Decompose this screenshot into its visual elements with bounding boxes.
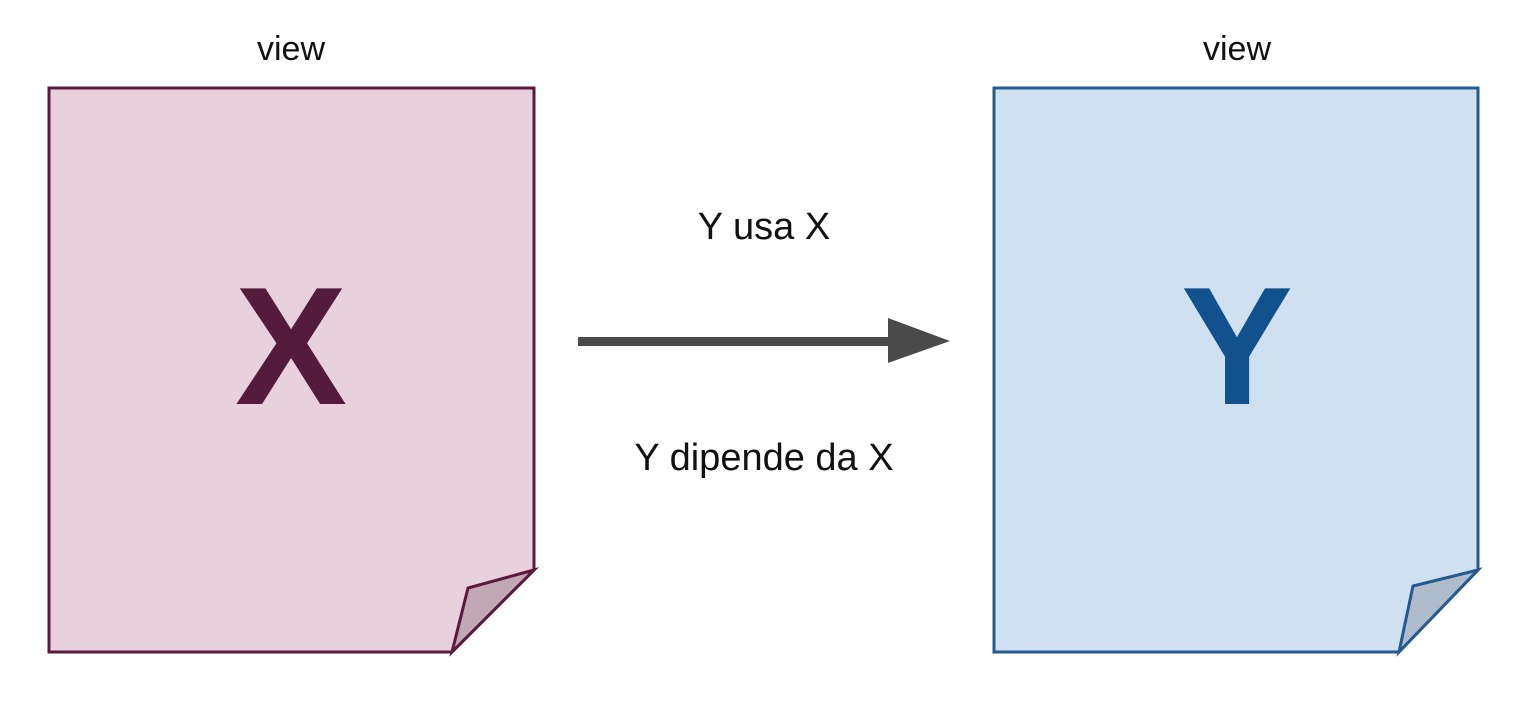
page-node-x bbox=[47, 86, 540, 657]
node-x-label: view bbox=[256, 30, 326, 68]
node-y-label: view bbox=[1202, 30, 1272, 68]
node-x-letter: X bbox=[234, 252, 348, 440]
page-node-y bbox=[992, 86, 1483, 657]
page-fold-y-icon bbox=[1396, 567, 1483, 657]
edge-label-top: Y usa X bbox=[697, 206, 831, 248]
page-fold-x-icon bbox=[449, 567, 540, 657]
dependency-arrow-icon bbox=[578, 318, 950, 363]
edge-label-bottom: Y dipende da X bbox=[634, 437, 894, 479]
node-y-letter: Y bbox=[1180, 252, 1294, 440]
